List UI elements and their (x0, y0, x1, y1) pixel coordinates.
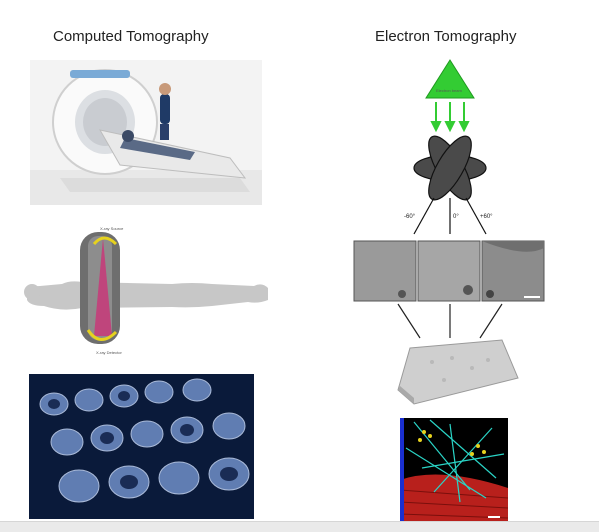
electron-tomography-title: Electron Tomography (375, 28, 517, 45)
projection-image-0 (417, 240, 481, 302)
electron-tomography-schematic: Electron beam -60° 0° +60° (353, 59, 545, 302)
reconstructed-volume (397, 339, 519, 405)
tilt-angle-plus60: +60° (480, 214, 493, 220)
projection-image-minus60 (353, 240, 417, 302)
x-ray-source-label: X-ray Source (100, 226, 124, 231)
ct-schematic-diagram: X-ray Source X-ray Detector (24, 226, 268, 355)
tilt-angle-0: 0° (453, 214, 459, 220)
bottom-bar (0, 521, 599, 532)
segmented-tomogram-image (400, 418, 508, 523)
ct-scanner-photo (30, 60, 262, 205)
x-ray-detector-label: X-ray Detector (96, 350, 122, 355)
computed-tomography-title: Computed Tomography (53, 28, 209, 45)
tilt-series-icon (413, 135, 487, 201)
tilt-angle-minus60: -60° (404, 214, 416, 220)
x-ray-fan-beam (94, 238, 112, 336)
electron-beam-source (425, 59, 475, 99)
reconstruction-arrows (397, 303, 503, 339)
ct-scan-films-photo (29, 374, 254, 519)
electron-beam-label: Electron beam (436, 88, 462, 93)
